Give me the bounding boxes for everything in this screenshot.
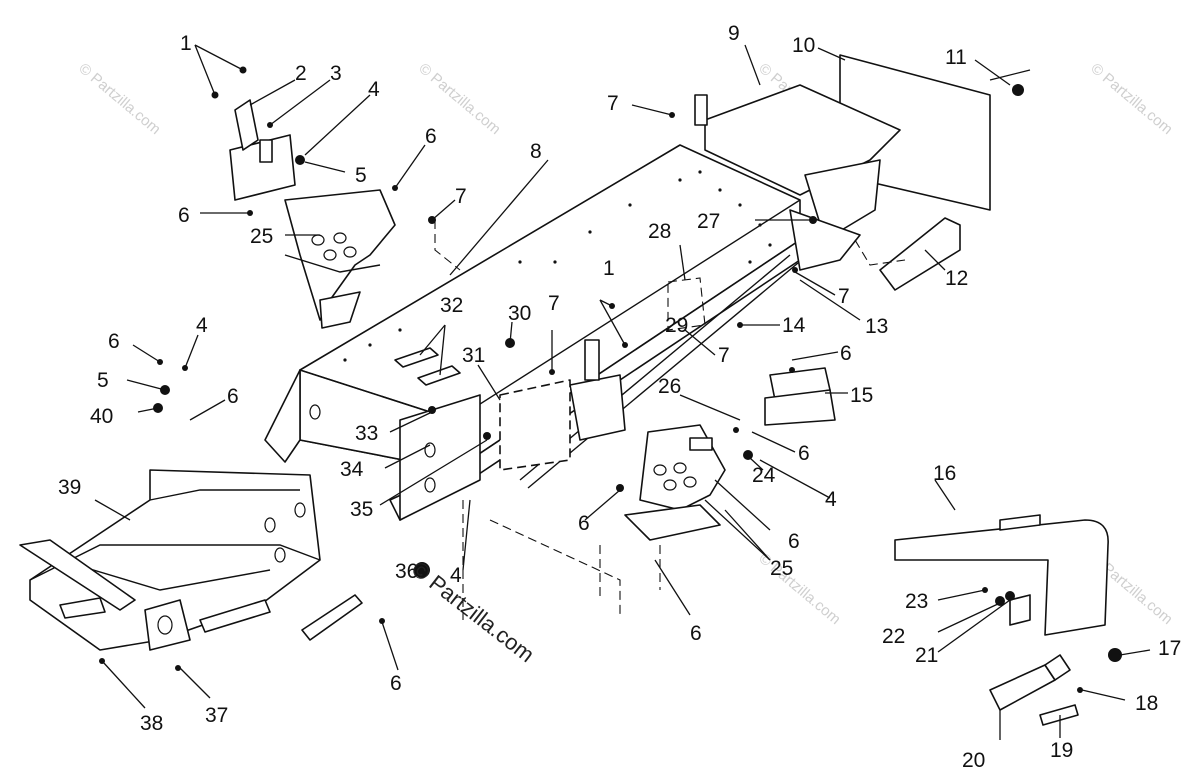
callout-2: 2 xyxy=(295,62,307,85)
callout-36: 36 xyxy=(395,560,418,583)
callout-9: 9 xyxy=(728,22,740,45)
leader-lines xyxy=(94,44,1151,740)
part-12 xyxy=(879,217,961,291)
callout-29: 29 xyxy=(665,314,688,337)
callout-5: 5 xyxy=(355,164,367,187)
hardware xyxy=(99,66,1122,693)
callout-7: 7 xyxy=(607,92,619,115)
callout-24: 24 xyxy=(752,464,776,487)
callout-31: 31 xyxy=(462,344,485,367)
callout-33: 33 xyxy=(355,422,378,445)
frame-holes xyxy=(343,170,772,362)
callout-18: 18 xyxy=(1135,692,1158,715)
watermark-tile: © Partzilla.com xyxy=(755,550,843,628)
callout-6: 6 xyxy=(788,530,800,553)
bracket-21 xyxy=(1009,594,1031,626)
watermark-tile: © Partzilla.com xyxy=(1087,60,1175,138)
callout-22: 22 xyxy=(882,625,905,648)
callout-40: 40 xyxy=(90,405,113,428)
callout-6: 6 xyxy=(798,442,810,465)
callout-6: 6 xyxy=(227,385,239,408)
callout-13: 13 xyxy=(865,315,888,338)
callout-38: 38 xyxy=(140,712,163,735)
callout-26: 26 xyxy=(658,375,681,398)
callout-39: 39 xyxy=(58,476,81,499)
callout-6: 6 xyxy=(690,622,702,645)
callout-1: 1 xyxy=(180,32,192,55)
callout-6: 6 xyxy=(390,672,402,695)
callout-labels: 1 2 3 4 5 6 6 25 7 8 7 9 10 11 12 13 27 … xyxy=(58,22,1181,772)
callout-1: 1 xyxy=(603,257,615,280)
callout-4: 4 xyxy=(825,488,837,511)
callout-4: 4 xyxy=(450,564,462,587)
callout-5: 5 xyxy=(97,369,109,392)
callout-23: 23 xyxy=(905,590,928,613)
callout-28: 28 xyxy=(648,220,671,243)
callout-30: 30 xyxy=(508,302,531,325)
callout-34: 34 xyxy=(340,458,364,481)
callout-21: 21 xyxy=(915,644,938,667)
callout-7: 7 xyxy=(548,292,560,315)
callout-7: 7 xyxy=(455,185,467,208)
bracket-top-left xyxy=(229,99,396,329)
callout-37: 37 xyxy=(205,704,228,727)
callout-4: 4 xyxy=(368,78,380,101)
callout-12: 12 xyxy=(945,267,968,290)
callout-4: 4 xyxy=(196,314,208,337)
callout-15: 15 xyxy=(850,384,873,407)
callout-7: 7 xyxy=(718,344,730,367)
part-15 xyxy=(764,367,836,426)
bar-36 xyxy=(301,594,363,641)
callout-11: 11 xyxy=(945,46,967,69)
callout-25: 25 xyxy=(770,557,793,580)
callout-20: 20 xyxy=(962,749,985,772)
callout-8: 8 xyxy=(530,140,542,163)
callout-6: 6 xyxy=(425,125,437,148)
plates-9-10 xyxy=(694,54,991,271)
callout-27: 27 xyxy=(697,210,720,233)
watermark-main: © Partzilla.com xyxy=(407,556,539,667)
callout-10: 10 xyxy=(792,34,815,57)
callout-7: 7 xyxy=(838,285,850,308)
watermark-tile: © Partzilla.com xyxy=(75,60,163,138)
callout-6: 6 xyxy=(840,342,852,365)
callout-32: 32 xyxy=(440,294,463,317)
grip-20 xyxy=(989,654,1079,726)
callout-6: 6 xyxy=(108,330,120,353)
callout-6: 6 xyxy=(178,204,190,227)
callout-17: 17 xyxy=(1158,637,1181,660)
callout-6: 6 xyxy=(578,512,590,535)
front-bracket-39 xyxy=(19,469,321,651)
assembly-lines xyxy=(159,220,906,620)
callout-25: 25 xyxy=(250,225,273,248)
callout-19: 19 xyxy=(1050,739,1073,762)
callout-35: 35 xyxy=(350,498,373,521)
callout-14: 14 xyxy=(782,314,806,337)
handle-16 xyxy=(894,514,1109,636)
callout-3: 3 xyxy=(330,62,342,85)
callout-16: 16 xyxy=(933,462,956,485)
center-bracket xyxy=(499,339,726,541)
